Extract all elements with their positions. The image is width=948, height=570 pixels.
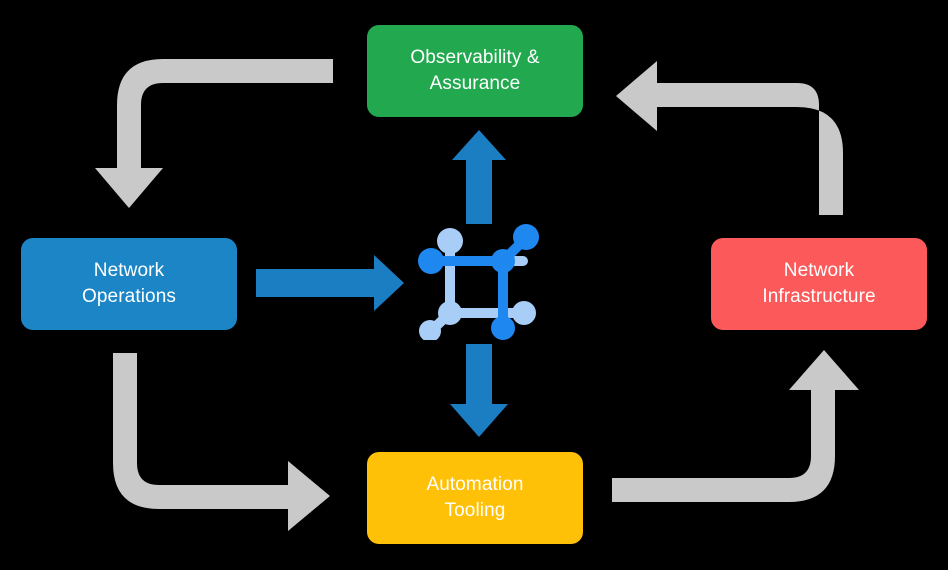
node-network-infrastructure[interactable]: Network Infrastructure: [711, 238, 927, 330]
arrow-infrastructure-to-observability: [616, 61, 843, 215]
network-dark-nodes: [418, 224, 539, 340]
arrow-operations-to-automation: [113, 353, 330, 531]
arrow-observability-to-operations: [95, 59, 333, 208]
node-automation-tooling[interactable]: Automation Tooling: [367, 452, 583, 544]
node-label-infrastructure: Network Infrastructure: [762, 259, 876, 307]
network-light-nodes: [419, 228, 536, 340]
node-observability-assurance[interactable]: Observability & Assurance: [367, 25, 583, 117]
arrow-operations-to-center: [256, 255, 404, 311]
network-topology-icon: [418, 224, 539, 340]
node-label-operations: Network Operations: [82, 259, 176, 307]
node-label-automation: Automation Tooling: [426, 473, 524, 521]
arrow-center-to-observability: [452, 130, 506, 224]
node-network-operations[interactable]: Network Operations: [21, 238, 237, 330]
arrow-automation-to-infrastructure: [612, 350, 859, 502]
node-label-observability: Observability & Assurance: [410, 46, 540, 94]
arrow-center-to-automation: [450, 344, 508, 437]
